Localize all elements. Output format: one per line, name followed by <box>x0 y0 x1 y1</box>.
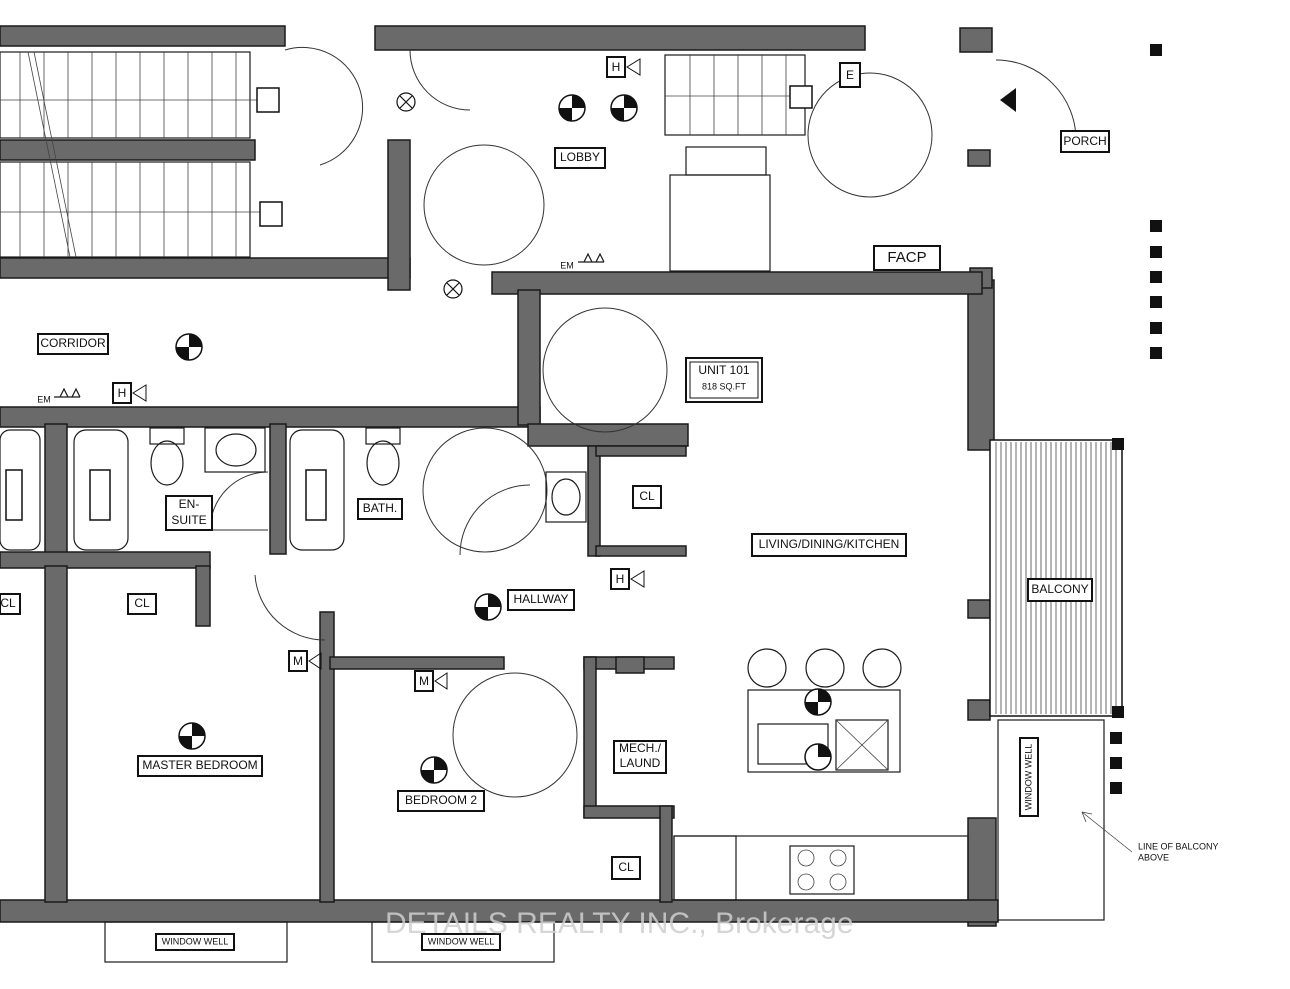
stairs-left <box>0 51 283 258</box>
symbol-tags: H H H M M E <box>112 56 861 692</box>
smoke-detector-icon <box>610 94 638 122</box>
svg-text:BATH.: BATH. <box>363 501 397 515</box>
svg-text:SUITE: SUITE <box>171 513 206 527</box>
svg-text:H: H <box>612 60 621 74</box>
heat-sensor-icon: H <box>112 382 147 404</box>
label-mech: MECH./LAUND <box>613 740 667 774</box>
label-bedroom-2: BEDROOM 2 <box>397 790 485 812</box>
svg-text:EN-: EN- <box>179 497 200 511</box>
svg-text:BALCONY: BALCONY <box>1031 582 1088 596</box>
label-ensuite: EN- SUITE <box>165 495 213 531</box>
svg-text:H: H <box>616 572 625 586</box>
em-light: EM <box>37 394 51 404</box>
svg-text:CL: CL <box>639 489 655 503</box>
label-living: LIVING/DINING/KITCHEN <box>751 533 907 557</box>
watermark: DETAILS REALTY INC., Brokerage <box>385 907 854 940</box>
label-closet: CL <box>0 593 21 615</box>
label-lobby: LOBBY <box>554 147 606 169</box>
exhaust-fan-icon <box>396 92 416 112</box>
svg-text:818 SQ.FT: 818 SQ.FT <box>702 381 747 391</box>
svg-text:MECH./: MECH./ <box>619 741 662 755</box>
svg-text:WINDOW WELL: WINDOW WELL <box>1023 744 1033 811</box>
svg-text:BEDROOM 2: BEDROOM 2 <box>405 793 477 807</box>
annotations: WINDOW WELL WINDOW WELL WINDOW WELL LINE… <box>37 245 1219 963</box>
smoke-detector-icon <box>474 593 502 621</box>
smoke-detector-icon <box>420 756 448 784</box>
svg-text:LAUND: LAUND <box>620 756 661 770</box>
svg-text:WINDOW WELL: WINDOW WELL <box>428 936 495 946</box>
facp-panel: FACP <box>873 245 941 271</box>
balcony <box>989 438 1133 921</box>
svg-text:LOBBY: LOBBY <box>560 150 600 164</box>
label-hallway: HALLWAY <box>507 589 575 611</box>
svg-text:CL: CL <box>0 596 16 610</box>
meter-icon: M <box>288 650 322 672</box>
svg-text:FACP: FACP <box>887 249 926 266</box>
svg-text:WINDOW WELL: WINDOW WELL <box>162 936 229 946</box>
label-master-bedroom: MASTER BEDROOM <box>137 755 263 777</box>
svg-text:UNIT 101: UNIT 101 <box>698 363 749 377</box>
label-balcony: BALCONY <box>1027 578 1093 602</box>
label-corridor: CORRIDOR <box>37 333 109 355</box>
door-swings <box>209 46 1077 798</box>
smoke-detector-icon <box>804 688 832 716</box>
kitchen <box>673 648 969 901</box>
svg-text:PORCH: PORCH <box>1063 134 1106 148</box>
legend-markers <box>1000 44 1162 794</box>
heat-sensor-icon: H <box>610 568 645 590</box>
heat-sensor-icon: H <box>606 56 641 78</box>
svg-text:M: M <box>293 654 303 668</box>
label-bath: BATH. <box>357 498 403 520</box>
balcony-note: ABOVE <box>1138 852 1169 862</box>
svg-text:CORRIDOR: CORRIDOR <box>40 336 106 350</box>
meter-icon: M <box>414 670 448 692</box>
balcony-note: LINE OF BALCONY <box>1138 841 1219 851</box>
smoke-detector-icon <box>178 722 206 750</box>
label-closet: CL <box>611 856 641 880</box>
label-unit: UNIT 101 818 SQ.FT <box>685 357 763 403</box>
smoke-detector-icon <box>558 94 586 122</box>
ceiling-fixtures <box>175 92 832 784</box>
emergency-light-icon <box>54 387 81 398</box>
smoke-detector-icon <box>175 333 203 361</box>
window-well-3: WINDOW WELL <box>1019 737 1039 817</box>
svg-text:HALLWAY: HALLWAY <box>513 592 568 606</box>
smoke-detector-icon <box>804 743 832 771</box>
svg-text:H: H <box>118 386 127 400</box>
window-well-1: WINDOW WELL <box>104 921 288 963</box>
stairs-lobby <box>664 54 813 272</box>
svg-text:LIVING/DINING/KITCHEN: LIVING/DINING/KITCHEN <box>759 537 900 551</box>
window-well-2: WINDOW WELL <box>371 921 555 963</box>
svg-text:E: E <box>846 68 854 82</box>
bathroom-fixtures <box>0 427 587 551</box>
room-labels: PORCH LOBBY CORRIDOR UNIT 101 818 SQ.FT … <box>0 130 1110 880</box>
svg-text:MASTER BEDROOM: MASTER BEDROOM <box>142 758 257 772</box>
emergency-light-icon <box>578 252 605 263</box>
em-light: EM <box>560 260 574 270</box>
label-closet: CL <box>127 593 157 615</box>
label-closet: CL <box>632 485 662 509</box>
walls <box>0 25 999 927</box>
svg-text:CL: CL <box>618 860 634 874</box>
exhaust-fan-icon <box>443 279 463 299</box>
elevator-icon: E <box>839 62 861 88</box>
svg-text:M: M <box>419 674 429 688</box>
label-porch: PORCH <box>1060 130 1110 153</box>
svg-text:CL: CL <box>134 596 150 610</box>
